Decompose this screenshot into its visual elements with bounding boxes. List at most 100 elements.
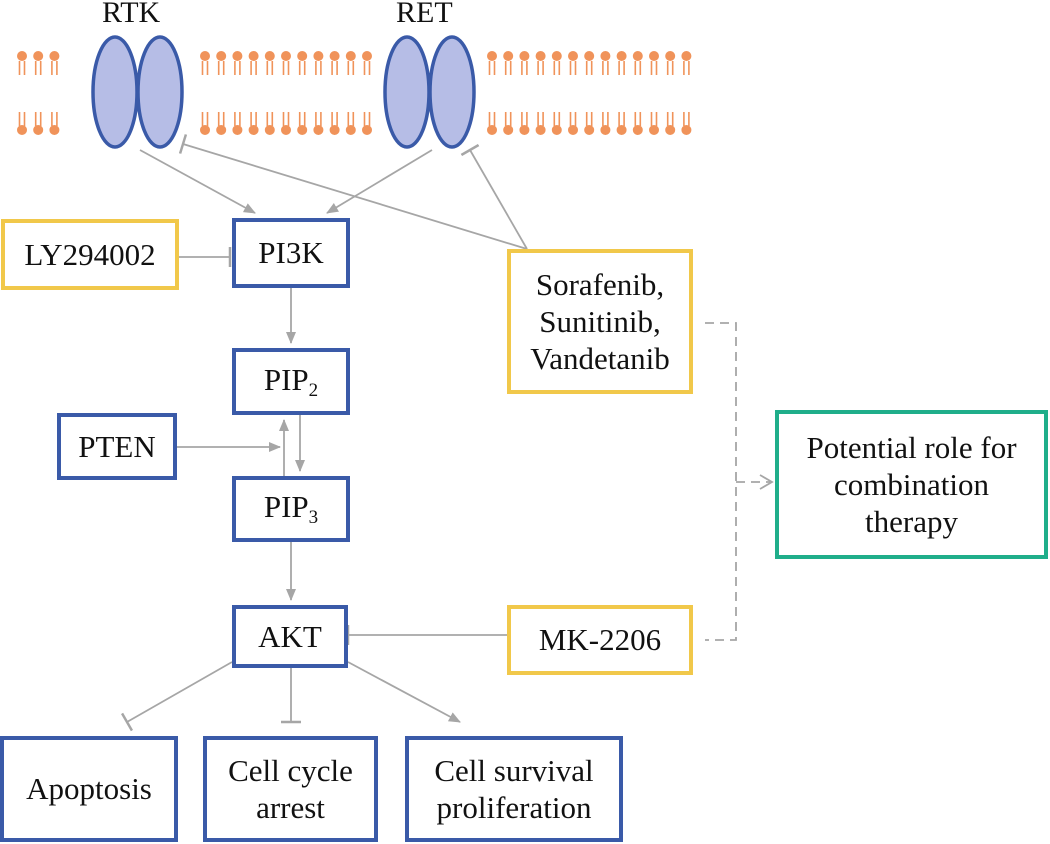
lipid-head (584, 51, 595, 61)
lipid-tail (51, 112, 58, 126)
lipid-tail (234, 112, 241, 126)
lipid-head (503, 51, 514, 61)
mk2206-label: MK-2206 (538, 622, 662, 658)
lipid-tail (666, 61, 674, 75)
lipid-head (232, 51, 243, 61)
lipid-tail (201, 61, 209, 75)
ly294002-box: LY294002 (1, 219, 179, 290)
lipid-head (248, 51, 259, 61)
lipid-head (632, 125, 643, 135)
lipid-head (248, 125, 259, 135)
lipid-head (232, 125, 243, 135)
lipid-tail (618, 112, 625, 126)
lipid-tail (521, 112, 528, 126)
lipid-tail (34, 61, 42, 75)
lipid-head (297, 51, 308, 61)
mk2206-box: MK-2206 (507, 605, 693, 675)
lipid-head (281, 125, 291, 135)
lipid-tail (315, 61, 322, 75)
pi3k-label: PI3K (258, 235, 324, 271)
lipid-head (519, 51, 530, 61)
lipid-tail (504, 61, 512, 75)
lipid-head (216, 125, 227, 135)
rtk-receptor (91, 35, 184, 149)
lipid-tail (683, 112, 690, 126)
lipid-head (17, 51, 27, 61)
sorafenib-sunitinib-vandetanib-label: Sorafenib, Sunitinib, Vandetanib (530, 266, 670, 377)
lipid-head (362, 125, 372, 135)
lipid-tail (18, 112, 26, 126)
lipid-head (487, 125, 497, 135)
lipid-tail (201, 112, 209, 126)
lipid-head (649, 125, 659, 135)
lipid-head (681, 125, 692, 135)
rtk-label: RTK (102, 0, 161, 29)
lipid-tail (504, 112, 512, 126)
lipid-tail (488, 112, 496, 126)
pip2-label: PIP2 (263, 361, 319, 401)
lipid-tail (234, 61, 241, 75)
pip3-box: PIP3 (232, 476, 350, 542)
pten-box: PTEN (57, 413, 177, 480)
cell-cycle-arrest-label: Cell cycle arrest (228, 752, 353, 825)
arrow-rtk-to-pi3k (139, 149, 256, 214)
lipid-head (519, 125, 530, 135)
lipid-tail (553, 61, 561, 75)
lipid-tail (217, 112, 225, 126)
lipid-tail (217, 61, 225, 75)
lipid-head (33, 51, 44, 61)
lipid-tail (51, 61, 58, 75)
lipid-tail (266, 112, 274, 126)
lipid-head (551, 51, 562, 61)
lipid-tail (666, 112, 674, 126)
lipid-head (551, 125, 562, 135)
lipid-tail (569, 112, 577, 126)
lipid-tail (363, 61, 371, 75)
lipid-head (345, 125, 356, 135)
lipid-tail (602, 61, 609, 75)
lipid-head (200, 125, 210, 135)
dashed-link-combination (705, 322, 772, 641)
lipid-head (329, 51, 340, 61)
lipid-head (600, 51, 611, 61)
lipid-head (17, 125, 27, 135)
lipid-head (281, 51, 291, 61)
inhibit-akt-to-apoptosis (120, 661, 233, 732)
akt-label: AKT (258, 618, 322, 654)
combination-therapy-label: Potential role for combination therapy (806, 429, 1017, 540)
inhibit-sorafenib-to-rtk (178, 134, 528, 250)
lipid-tail (521, 61, 528, 75)
lipid-tail (618, 61, 625, 75)
lipid-head (362, 51, 372, 61)
arrow-akt-to-cell-survival (347, 661, 461, 723)
lipid-head (313, 125, 324, 135)
lipid-tail (634, 61, 642, 75)
lipid-head (216, 51, 227, 61)
lipid-head (297, 125, 308, 135)
ret-label: RET (396, 0, 453, 29)
ly294002-label: LY294002 (24, 236, 156, 272)
lipid-head (503, 125, 514, 135)
lipid-head (200, 51, 210, 61)
lipid-head (649, 51, 659, 61)
inhibit-sorafenib-to-ret (460, 143, 528, 250)
arrow-ret-to-pi3k (326, 149, 433, 214)
pip2-box: PIP2 (232, 348, 350, 415)
lipid-tail (250, 61, 257, 75)
lipid-tail (650, 61, 658, 75)
lipid-head (616, 51, 627, 61)
lipid-head (665, 51, 676, 61)
apoptosis-box: Apoptosis (0, 736, 178, 842)
lipid-tail (634, 112, 642, 126)
lipid-head (535, 51, 546, 61)
lipid-head (600, 125, 611, 135)
lipid-tail (650, 112, 658, 126)
lipid-head (568, 125, 578, 135)
apoptosis-label: Apoptosis (26, 771, 152, 807)
lipid-head (49, 51, 60, 61)
lipid-tail (282, 112, 290, 126)
cell-cycle-arrest-box: Cell cycle arrest (203, 736, 378, 842)
lipid-tail (537, 112, 544, 126)
cell-membrane-lipid-bilayer (17, 51, 692, 135)
